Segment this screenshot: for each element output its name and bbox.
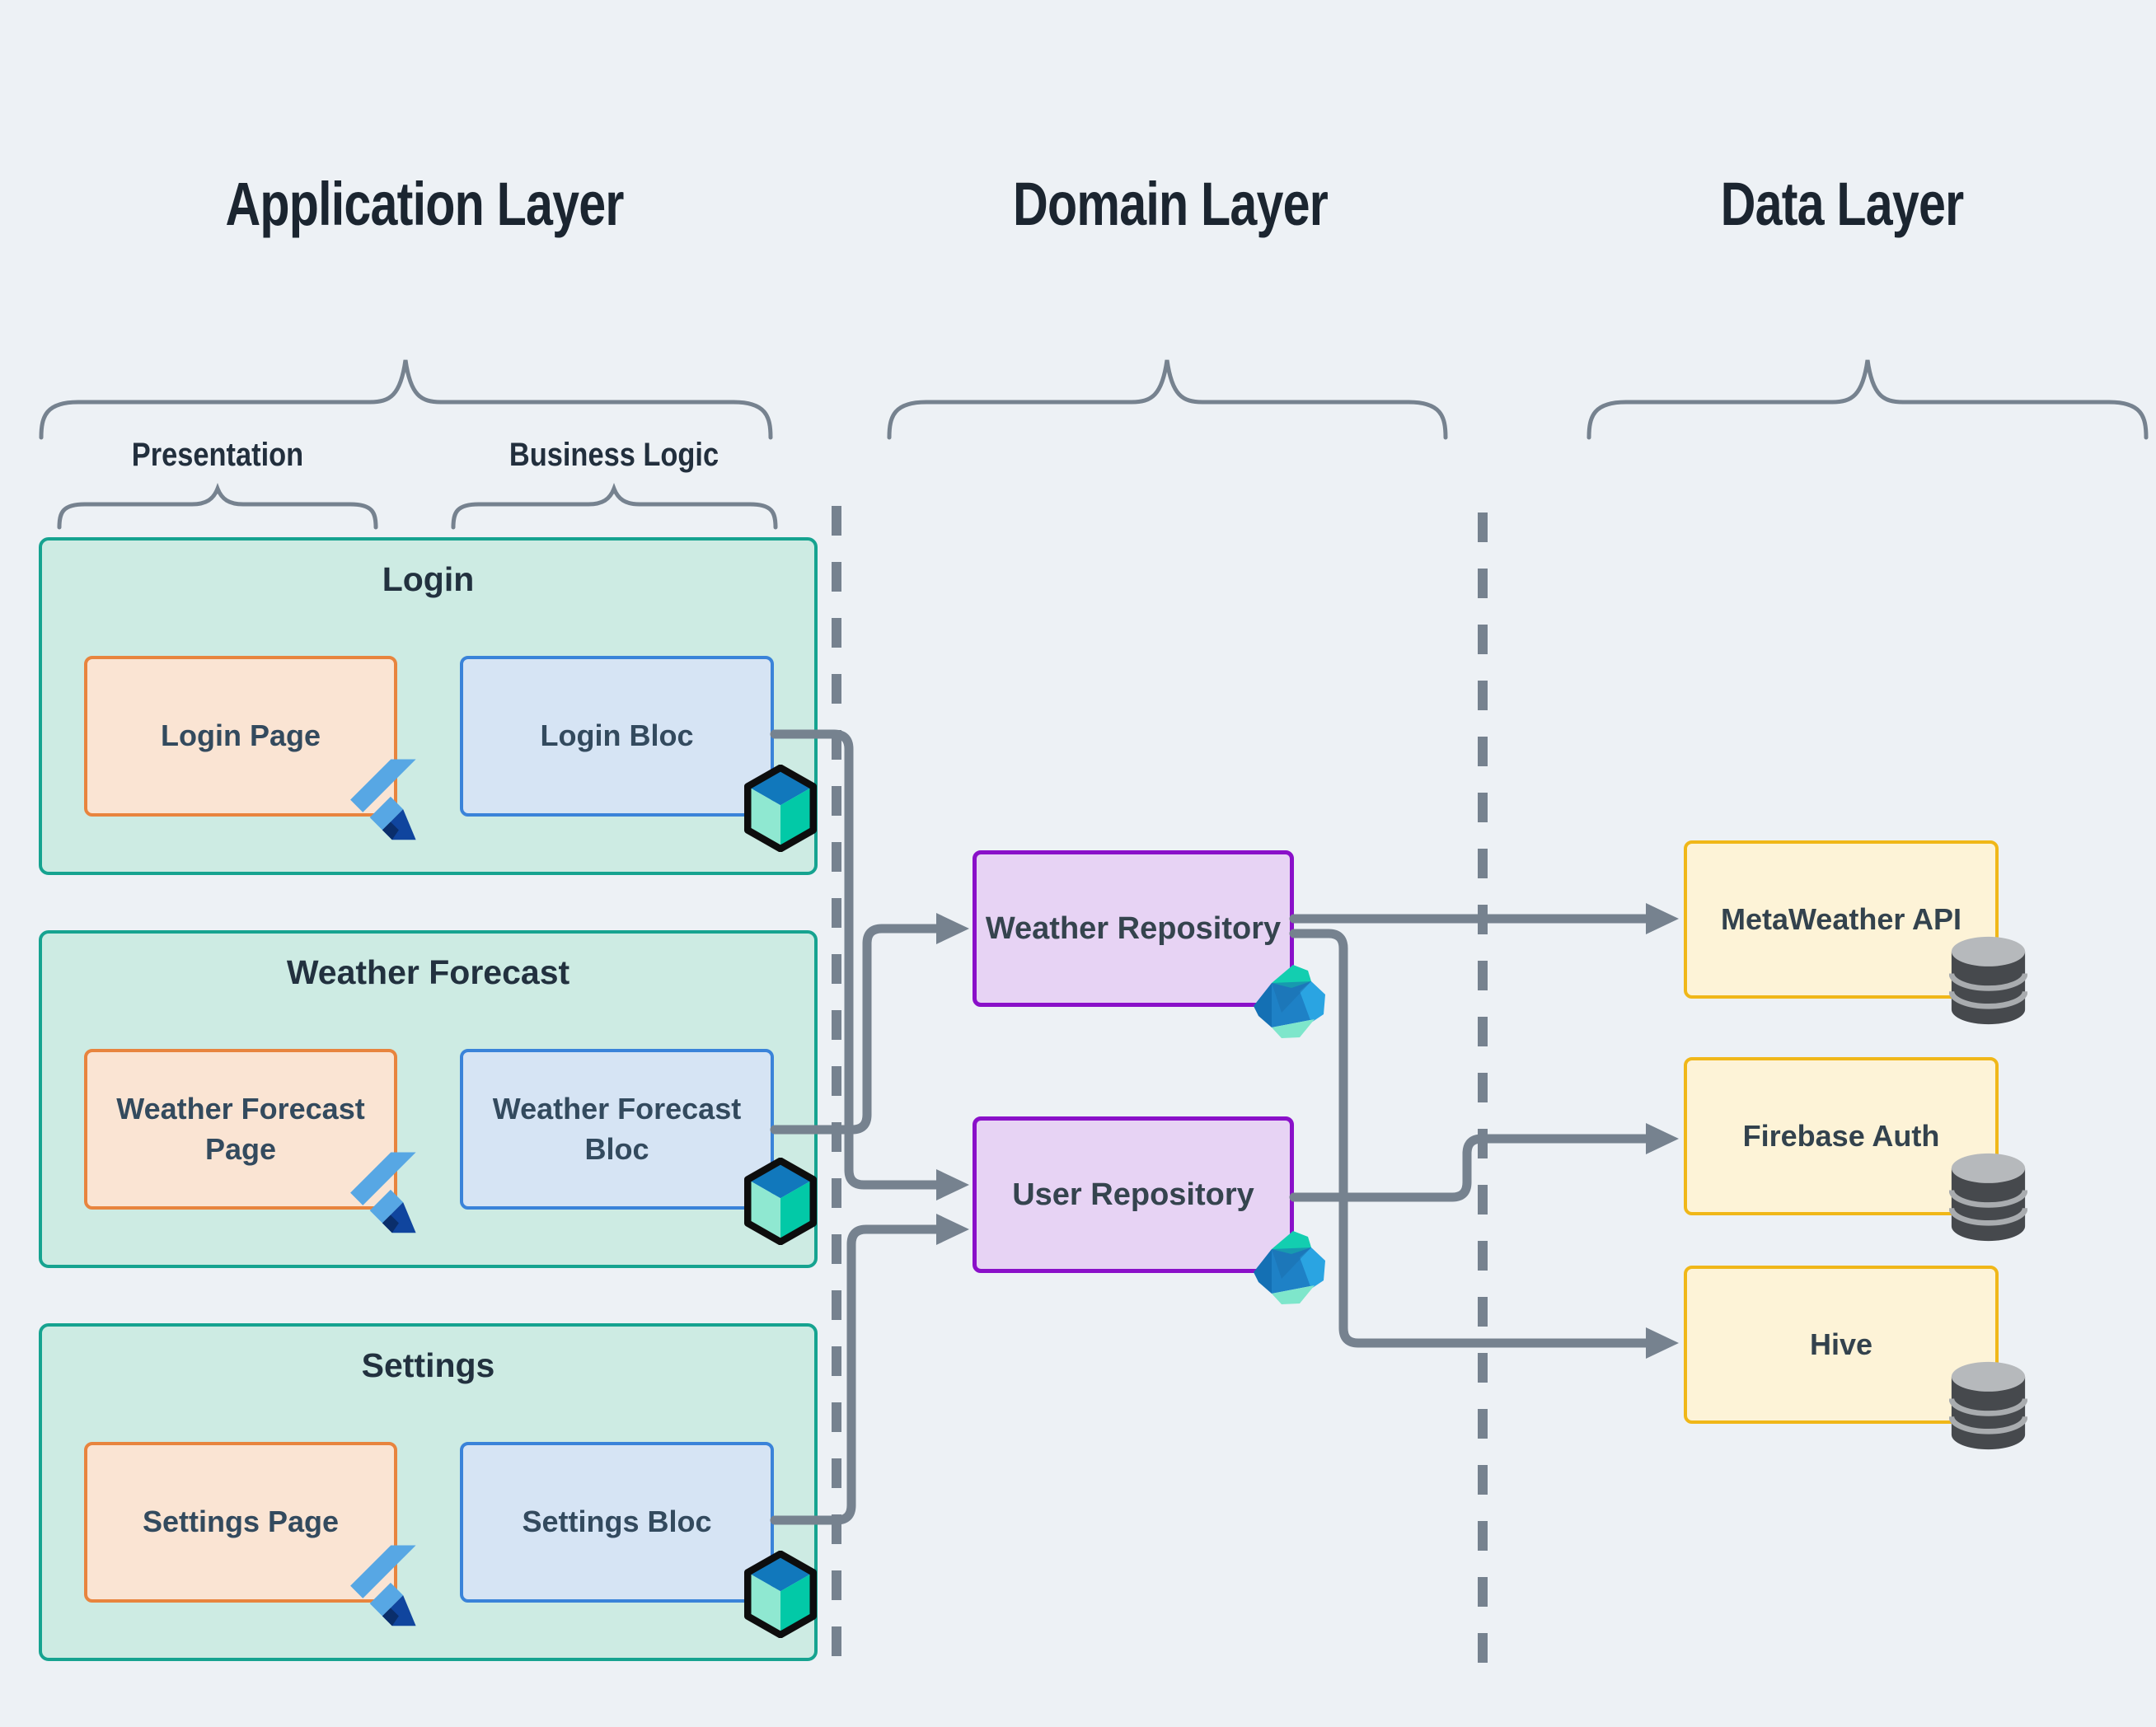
- weather-forecast-bloc-label: Weather Forecast Bloc: [492, 1091, 742, 1166]
- login-group-title: Login: [382, 560, 475, 598]
- login-page-label: Login Page: [160, 718, 321, 753]
- weather-forecast-group-title: Weather Forecast: [286, 953, 570, 991]
- presentation-label: Presentation: [131, 437, 304, 473]
- data-layer-title: Data Layer: [1720, 170, 1965, 238]
- settings-page-box: Settings Page: [84, 1442, 397, 1603]
- arrowhead-user-repository-2: [936, 1214, 969, 1245]
- dart-icon: [1254, 1231, 1325, 1304]
- login-page-box: Login Page: [84, 656, 397, 817]
- settings-group: Settings Settings Page Settings Bloc: [39, 1323, 818, 1661]
- database-icon: [1949, 934, 2027, 1027]
- weather-repository-label: Weather Repository: [985, 910, 1282, 946]
- business-logic-brace: [451, 483, 778, 530]
- arrowhead-weather-repository: [936, 913, 969, 944]
- weather-repository-box: Weather Repository: [973, 850, 1325, 1038]
- login-bloc-box: Login Bloc: [460, 656, 774, 817]
- domain-layer-title: Domain Layer: [1013, 170, 1329, 238]
- flutter-icon: [350, 1545, 416, 1626]
- bloc-cube-icon: [741, 1158, 820, 1245]
- metaweather-api-label: MetaWeather API: [1720, 902, 1962, 936]
- business-logic-label: Business Logic: [509, 437, 719, 473]
- settings-bloc-label: Settings Bloc: [522, 1505, 712, 1539]
- database-icon: [1949, 1151, 2027, 1243]
- arrowhead-firebase-auth: [1646, 1123, 1679, 1154]
- domain-layer-brace: [887, 359, 1448, 440]
- user-repository-label: User Repository: [1012, 1177, 1254, 1212]
- presentation-brace: [57, 483, 378, 530]
- firebase-auth-box: Firebase Auth: [1684, 1057, 1999, 1215]
- hive-box: Hive: [1684, 1266, 1999, 1424]
- arrowhead-user-repository-1: [936, 1169, 969, 1200]
- weather-forecast-page-box: Weather Forecast Page: [84, 1049, 397, 1210]
- application-layer-title: Application Layer: [225, 170, 624, 238]
- flutter-icon: [350, 759, 416, 840]
- hive-label: Hive: [1809, 1327, 1873, 1361]
- dart-icon: [1254, 965, 1325, 1038]
- settings-bloc-box: Settings Bloc: [460, 1442, 774, 1603]
- weather-forecast-bloc-box: Weather Forecast Bloc: [460, 1049, 774, 1210]
- arrowhead-metaweather-api: [1646, 903, 1679, 934]
- settings-page-label: Settings Page: [142, 1505, 340, 1539]
- user-repository-box: User Repository: [973, 1116, 1325, 1304]
- flutter-icon: [350, 1152, 416, 1233]
- weather-forecast-group: Weather Forecast Weather Forecast Page W…: [39, 930, 818, 1268]
- arrowhead-hive: [1646, 1327, 1679, 1359]
- metaweather-api-box: MetaWeather API: [1684, 840, 1999, 999]
- login-bloc-label: Login Bloc: [540, 718, 694, 753]
- firebase-auth-label: Firebase Auth: [1742, 1119, 1940, 1153]
- settings-group-title: Settings: [361, 1346, 495, 1384]
- bloc-cube-icon: [741, 1551, 820, 1638]
- user-repository-to-firebase-line: [1289, 1134, 1654, 1202]
- data-layer-brace: [1587, 359, 2149, 440]
- bloc-cube-icon: [741, 765, 820, 852]
- weather-forecast-page-label: Weather Forecast Page: [116, 1091, 365, 1166]
- database-icon: [1949, 1360, 2027, 1452]
- weather-repository-to-hive-line: [1289, 929, 1654, 1348]
- application-layer-brace: [39, 359, 773, 440]
- login-group: Login Login Page Login Bloc: [39, 537, 818, 875]
